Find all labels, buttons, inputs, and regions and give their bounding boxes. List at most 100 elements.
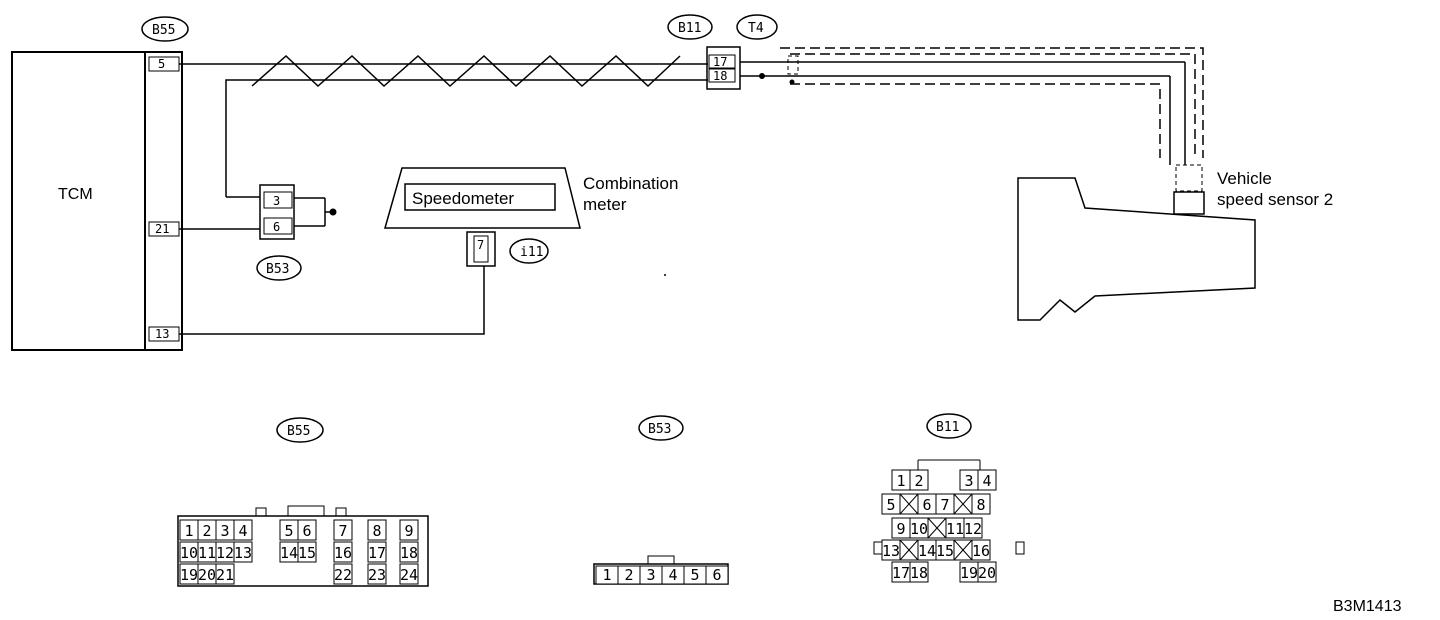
connector-pin-label: 18 [910,564,928,582]
connector-pin-label: 1 [602,566,611,584]
tcm-pin-13: 13 [155,327,169,341]
b11-tag-top-text: B11 [678,21,701,36]
b55-tag-top-text: B55 [152,23,175,38]
connector-pin-label: 4 [982,472,991,490]
tcm-pin-5: 5 [158,57,165,71]
connector-pin-label: 5 [690,566,699,584]
b53-mid-connector [259,184,295,240]
connector-pin-label: 2 [202,522,211,540]
connector-pin-cell [977,469,997,491]
connector-pin-label: 18 [400,544,418,562]
b53-pin-6: 6 [273,220,280,234]
connector-pin-label: 16 [972,542,990,560]
connector-pin-cell [909,561,929,583]
connector-pin-label: 2 [624,566,633,584]
connector-pin-label: 13 [234,544,252,562]
tcm-block [11,51,183,351]
connector-pin-label: 12 [216,544,234,562]
connector-pin-label: 14 [918,542,936,560]
combination-meter-label-line1: Combination [583,174,678,193]
connector-pin-label: 22 [334,566,352,584]
connector-pin-label: 19 [960,564,978,582]
connector-pin-label: 9 [404,522,413,540]
connector-pin-cell [399,563,419,585]
connector-pin-cell [333,563,353,585]
b11-t4-connector [706,46,741,90]
connector-pin-label: 17 [892,564,910,582]
speedometer-label: Speedometer [412,189,514,208]
connector-pin-label: 21 [216,566,234,584]
connector-pin-label: 3 [220,522,229,540]
connector-pin-label: 2 [914,472,923,490]
i11-pin: 7 [477,238,484,252]
connector-pin-cell [333,541,353,563]
connector-pin-label: 20 [978,564,996,582]
connector-pin-label: 11 [198,544,216,562]
tcm-label: TCM [58,186,93,203]
connector-pin-cell [367,541,387,563]
connector-pin-label: 9 [896,520,905,538]
b53-tag-mid-text: B53 [266,262,289,277]
connector-pin-cell [963,517,983,539]
connector-pin-cell [971,539,991,561]
connector-pin-cell [399,541,419,563]
connector-pin-label: 4 [238,522,247,540]
connector-pin-label: 8 [976,496,985,514]
twisted-pair-shield [251,54,681,88]
connector-pin-label: 5 [886,496,895,514]
i11-tag [509,238,549,264]
connector-pin-label: 15 [936,542,954,560]
connector-pin-label: 1 [184,522,193,540]
connector-pin-cell [705,565,729,585]
connector-pin-cell [399,519,419,541]
b53-pin-3: 3 [273,194,280,208]
connector-pin-label: 6 [922,496,931,514]
connector-pin-label: 8 [372,522,381,540]
connector-pin-label: 12 [964,520,982,538]
b11-tag-top [667,14,713,40]
b53-tag-mid [256,255,302,281]
b55-connector-face [177,505,429,587]
connector-pin-cell [233,541,253,563]
connector-pin-label: 24 [400,566,418,584]
b11-tag-bottom-text: B11 [936,420,959,435]
b53-tag-bottom-text: B53 [648,422,671,437]
connector-pin-label: 15 [298,544,316,562]
connector-pin-cell [333,519,353,541]
speedometer-box [404,183,556,211]
sensor-label-line2: speed sensor 2 [1217,190,1333,209]
connector-pin-label: 19 [180,566,198,584]
combination-meter [384,167,581,229]
b11-tag-bottom [926,413,972,439]
connector-pin-cell [367,519,387,541]
connector-pin-cell [297,519,317,541]
b55-tag-top [141,16,189,42]
connector-pin-label: 3 [646,566,655,584]
connector-pin-label: 20 [198,566,216,584]
t4-tag-top [736,14,778,40]
b55-tag-bottom [276,417,324,443]
vehicle-speed-sensor-2 [1173,191,1205,215]
t4-tag-top-text: T4 [748,21,764,36]
connector-pin-label: 23 [368,566,386,584]
connector-pin-label: 7 [338,522,347,540]
connector-pin-label: 3 [964,472,973,490]
connector-pin-cell [233,519,253,541]
b11-pin-17: 17 [713,55,727,69]
connector-pin-cell [971,493,991,515]
transmission-outline [1017,177,1256,321]
connector-pin-label: 7 [940,496,949,514]
connector-pin-label: 13 [882,542,900,560]
i11-tag-text: i11 [520,245,543,260]
connector-pin-label: 14 [280,544,298,562]
b11-connector-face [873,459,1025,555]
connector-pin-label: 4 [668,566,677,584]
connector-pin-label: 16 [334,544,352,562]
connector-pin-label: 6 [302,522,311,540]
connector-pin-label: 10 [910,520,928,538]
connector-pin-cell [977,561,997,583]
